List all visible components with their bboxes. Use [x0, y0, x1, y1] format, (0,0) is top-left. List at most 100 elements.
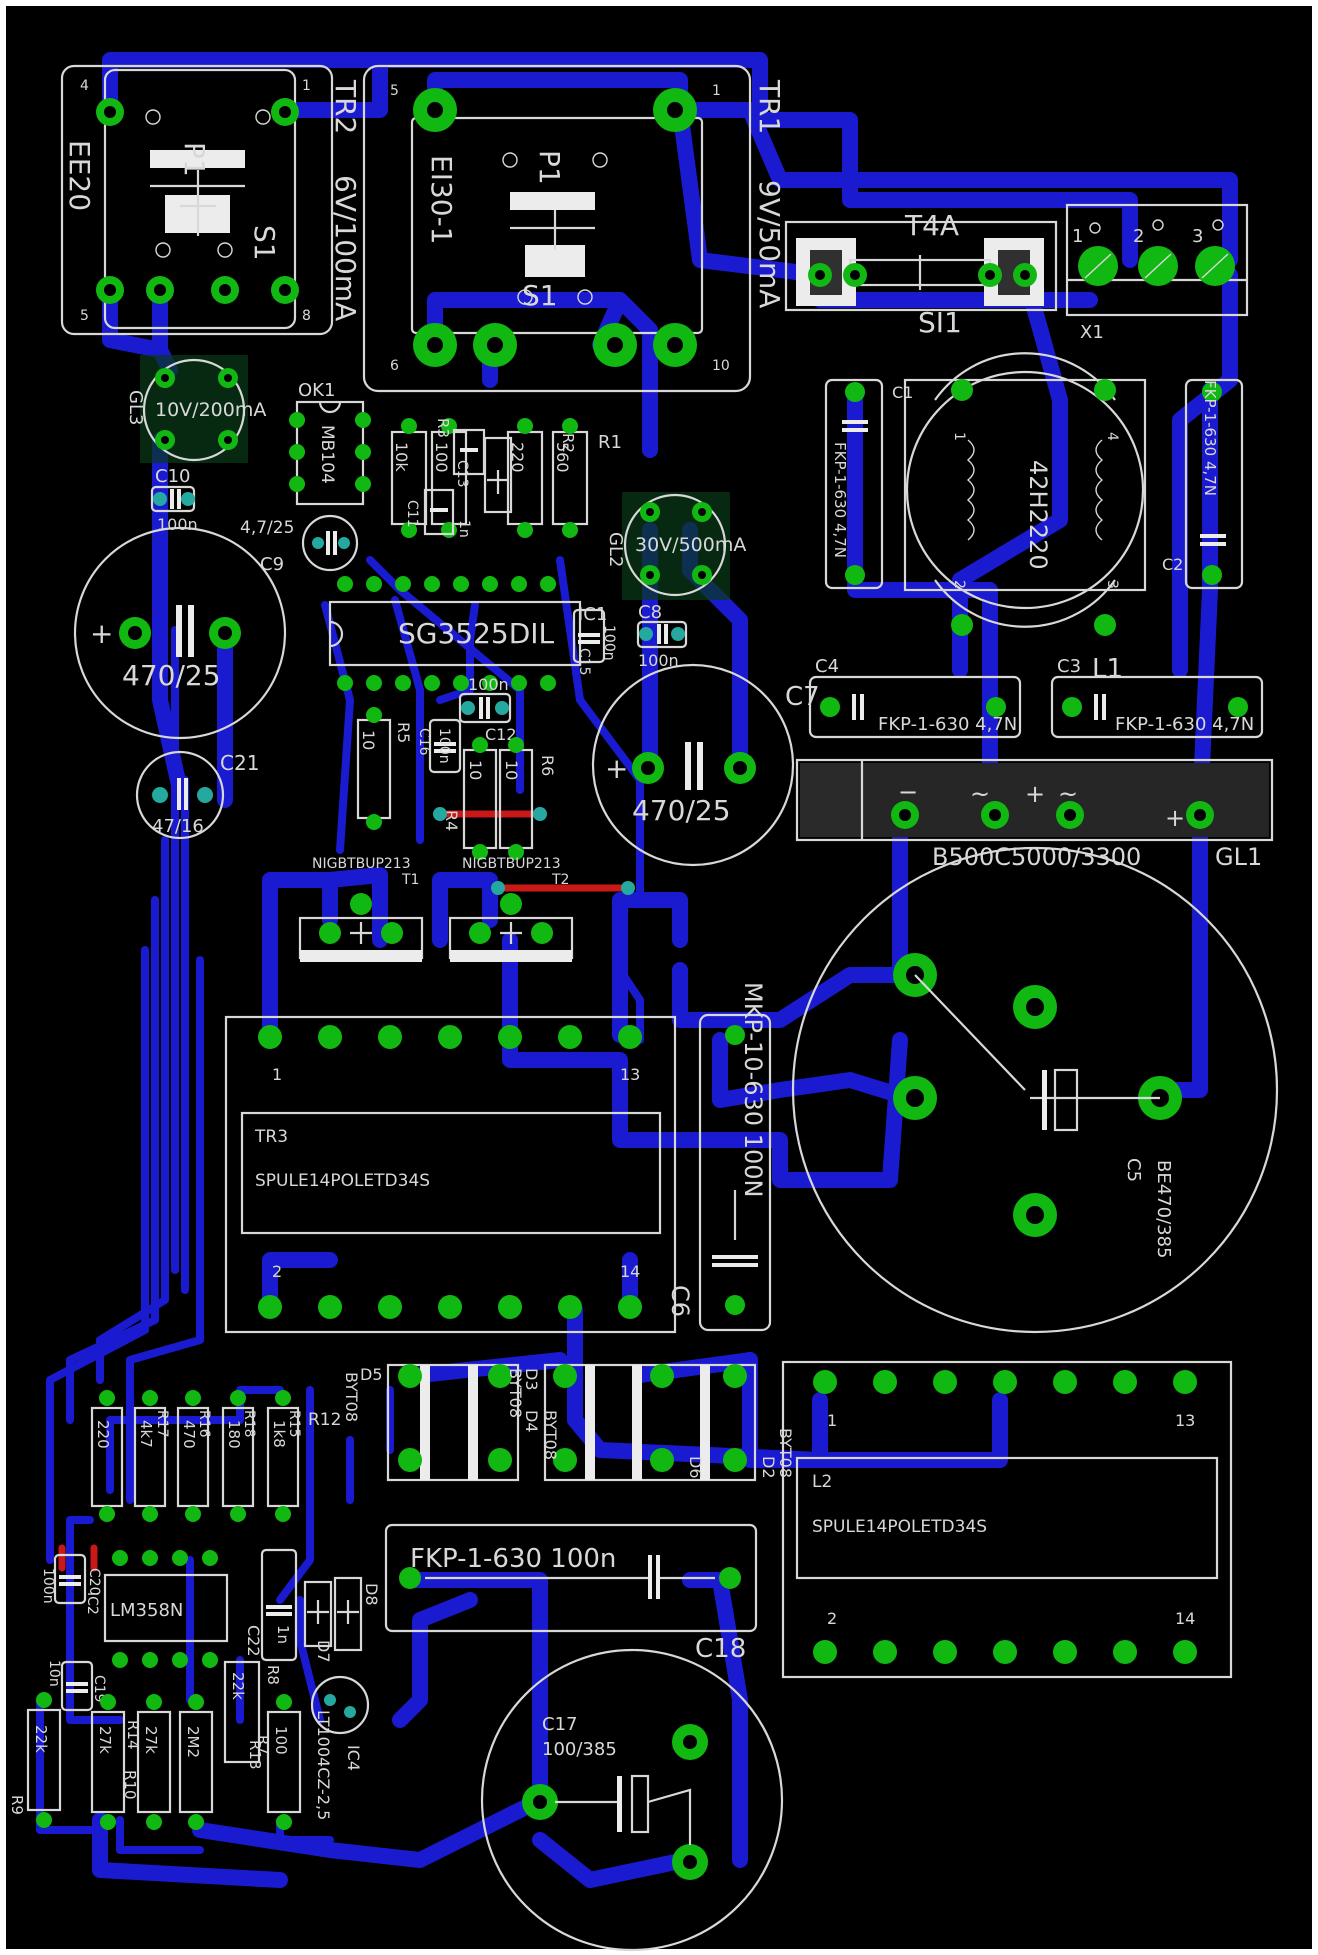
x1-pin-3-label: 3: [1192, 226, 1203, 247]
r10-label: R10: [121, 1770, 139, 1800]
c6-value-label: MKP-10-630 100N: [739, 982, 767, 1197]
red-bottom-traces: [58, 810, 629, 1572]
r-4k7-label: 4k7: [137, 1420, 155, 1448]
c21-capacitor: C21 47/16: [135, 750, 259, 840]
ic1-sg3525: SG3525DIL IC1: [328, 576, 607, 691]
r14-value-label: 27k: [96, 1726, 114, 1754]
gl3-label: GL3: [125, 390, 146, 425]
tr2-pin-8-label: 8: [302, 308, 311, 324]
gl2-bridge-rectifier: 30V/500mA GL2: [605, 492, 746, 600]
tr1-pin-5-label: 5: [390, 83, 399, 99]
t2-part-label: NIGBTBUP213: [462, 856, 561, 872]
c12-label: C12: [485, 725, 517, 744]
c20-label: C20: [86, 1568, 102, 1596]
r5-value-label: 10: [359, 730, 378, 750]
tr1-pin-6-label: 6: [390, 358, 399, 374]
tr2-pin-5-label: 5: [80, 308, 89, 324]
tr2-ee20-label: EE20: [63, 140, 96, 211]
c3-label: C3: [1057, 656, 1081, 677]
c18-label: C18: [695, 1634, 746, 1664]
l2-pin-14-label: 14: [1175, 1609, 1195, 1628]
d2-part-label: BYT08: [776, 1428, 795, 1478]
d8-label: D8: [362, 1583, 381, 1606]
gl1-plus: +: [1165, 804, 1185, 832]
tr3-label: TR3: [254, 1127, 288, 1147]
d5-part-label: BYT08: [342, 1372, 361, 1422]
ic2-label: IC2: [84, 1592, 100, 1615]
c11-label: C11: [404, 500, 420, 528]
c15-label: C15: [576, 648, 592, 676]
tr2-transformer: 4 1 5 8 P1 S1 EE20 TR2 6V/100mA: [60, 64, 362, 336]
gl1-plus-mid: +: [1025, 780, 1045, 808]
r-220-label: 220: [94, 1420, 112, 1449]
t1-label: T1: [401, 872, 419, 888]
c16-label: C16: [416, 728, 432, 756]
c8-value-label: 100n: [638, 651, 679, 670]
gl3-spec-label: 10V/200mA: [155, 399, 266, 421]
x1-label: X1: [1080, 322, 1104, 343]
gl1-ac-1: ~: [970, 780, 990, 808]
c5-label: C5: [1123, 1158, 1144, 1182]
l2-part-label: SPULE14POLETD34S: [812, 1517, 987, 1537]
c6-label: C6: [666, 1285, 694, 1317]
tr2-name-label: TR2: [329, 79, 362, 134]
tr1-name-label: TR1: [753, 79, 786, 134]
l2-coil: 1 13 2 14 L2 SPULE14POLETD34S: [781, 1360, 1233, 1679]
r-220-top-label: 220: [508, 442, 527, 473]
ic1-part-label: SG3525DIL: [398, 617, 555, 650]
r-1k8-label: 1k8: [270, 1420, 288, 1448]
board-substrate: [6, 6, 1312, 1949]
c6-capacitor: MKP-10-630 100N C6: [666, 982, 772, 1332]
c20-value-label: 100n: [40, 1568, 56, 1604]
gl2-label: GL2: [605, 532, 626, 567]
c9-value-label: 4,7/25: [240, 518, 294, 538]
c22-label: C22: [244, 1625, 263, 1657]
ok1-part-label: MB104: [317, 425, 337, 484]
d2-label: D2: [759, 1456, 778, 1479]
r5-label: R5: [394, 722, 413, 743]
tr3-coil: 1 13 2 14 TR3 SPULE14POLETD34S: [224, 1015, 677, 1334]
x1-pin-1-label: 1: [1072, 226, 1083, 247]
c14-value-label: 1n: [456, 520, 472, 538]
c4-value-label: FKP-1-630 4,7N: [878, 714, 1017, 735]
tr3-pin-13-label: 13: [620, 1065, 640, 1084]
c22-value-label: 1n: [274, 1625, 292, 1644]
ok1-optocoupler: OK1 MB104: [289, 380, 371, 506]
c13-label: C13: [454, 460, 470, 488]
gl1-label: GL1: [1215, 843, 1262, 871]
l2-pin-2-label: 2: [827, 1609, 837, 1628]
c15-capacitor: C15 100n: [572, 608, 617, 676]
r11-value-label: 2M2: [184, 1726, 202, 1758]
r-560-label: 560: [553, 442, 572, 473]
tr3-pin-2-label: 2: [272, 1262, 282, 1281]
c12-value-label: 100n: [468, 675, 509, 694]
d3-label: D3: [522, 1368, 541, 1391]
c3-value-label: FKP-1-630 4,7N: [1115, 714, 1254, 735]
input-filter: C1 FKP-1-630 4,7N C2 FKP-1-630 4,7N 42H2…: [824, 352, 1244, 636]
c17-label: C17: [542, 1714, 577, 1735]
d7-label: D7: [314, 1640, 333, 1663]
r4-value-label: 10: [466, 760, 485, 780]
d5-label: D5: [360, 1365, 383, 1384]
l1-pin-2-label: 2: [951, 580, 967, 589]
tr1-spec-label: 9V/50mA: [753, 180, 786, 308]
tr1-s1-label: S1: [522, 279, 558, 312]
c8-label: C8: [638, 602, 662, 623]
cap-470-left-value: 470/25: [122, 659, 221, 692]
l1-pin-1-label: 1: [951, 432, 967, 441]
electrolytic-cap-470-25-right: + 470/25: [591, 663, 795, 867]
r10-value-label: 27k: [142, 1726, 160, 1754]
tr1-transformer: 5 1 6 10 P1 S1 EI30-1 TR1 9V/50mA: [362, 64, 786, 393]
l1-part-label: 42H2220: [1024, 460, 1052, 570]
r-470-label: 470: [180, 1420, 198, 1449]
r13-value-label: 100: [272, 1726, 290, 1755]
cap-plus-right: +: [605, 752, 628, 785]
c10-label: C10: [155, 466, 190, 487]
tr1-p1-label: P1: [533, 150, 566, 185]
tr2-s1-label: S1: [248, 225, 281, 261]
c10-value-label: 100n: [157, 515, 198, 534]
ic4-part-label: LT1004CZ-2,5: [314, 1710, 333, 1820]
gl1-minus: −: [898, 778, 918, 806]
c18-capacitor: FKP-1-630 100n C18: [384, 1523, 758, 1664]
